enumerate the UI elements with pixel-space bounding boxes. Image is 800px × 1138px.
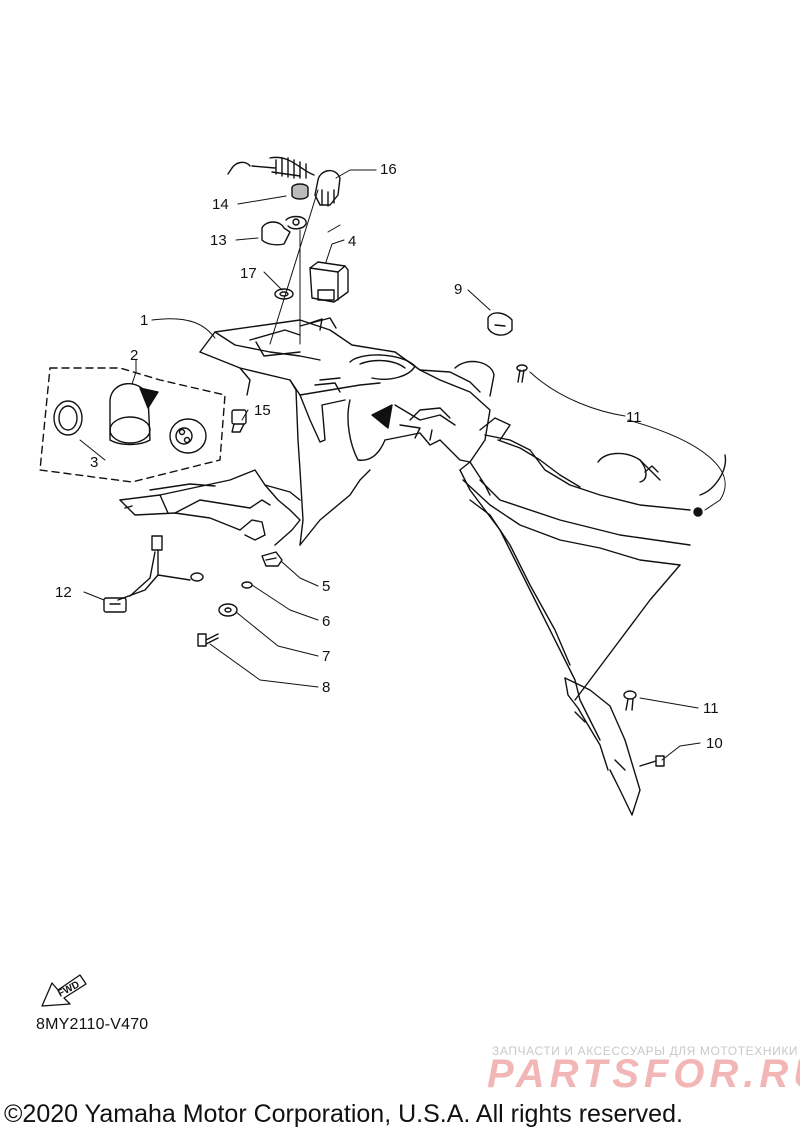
side-trim-panel — [479, 417, 727, 511]
callout-1: 1 — [140, 312, 148, 329]
part-12-wire-harness — [103, 535, 204, 613]
part-15-connector — [231, 409, 247, 433]
callout-11-upper: 11 — [626, 409, 642, 426]
part-11-clip-lower — [623, 690, 637, 711]
copyright-notice: ©2020 Yamaha Motor Corporation, U.S.A. A… — [4, 1100, 683, 1128]
part-10-screw — [639, 755, 665, 767]
callout-11-lower: 11 — [703, 700, 719, 717]
part-5-nut — [261, 551, 283, 567]
callout-labels: 1 2 3 4 5 6 7 8 9 10 11 11 12 13 14 15 1… — [55, 161, 723, 752]
callout-17: 17 — [240, 265, 257, 282]
part-6-washer — [241, 581, 253, 589]
part-13-bracket — [261, 215, 307, 246]
part-16-lanyard-switch — [227, 156, 341, 207]
watermark-brand-logo: PARTSFOR.RU — [487, 1052, 800, 1096]
part-14-cap — [291, 183, 309, 200]
part-2-lens-cap — [109, 382, 151, 446]
fwd-arrow — [41, 974, 87, 1007]
part-9-lens — [487, 312, 513, 336]
part-2-socket — [169, 418, 207, 454]
part-3-ring — [53, 400, 83, 436]
cover-arrow — [371, 404, 393, 429]
callout-8: 8 — [322, 679, 330, 696]
callout-9: 9 — [454, 281, 462, 298]
lower-trim-bracket — [564, 677, 641, 816]
callout-5: 5 — [322, 578, 330, 595]
part-2-dashed-box — [39, 367, 226, 483]
callout-7: 7 — [322, 648, 330, 665]
callout-15: 15 — [254, 402, 271, 419]
diagram-code: 8MY2110-V470 — [36, 1016, 149, 1033]
part-4-switch — [309, 261, 349, 303]
callout-13: 13 — [210, 232, 227, 249]
upper-cover-body — [199, 317, 495, 546]
callout-6: 6 — [322, 613, 330, 630]
screw-right — [693, 507, 703, 517]
callout-14: 14 — [212, 196, 229, 213]
callout-4: 4 — [348, 233, 356, 250]
callout-12: 12 — [55, 584, 72, 601]
cable-lines — [299, 469, 691, 741]
callout-2: 2 — [130, 347, 138, 364]
part-11-clip-upper — [516, 364, 528, 383]
watermark-tagline: ЗАПЧАСТИ И АКСЕССУАРЫ ДЛЯ МОТОТЕХНИКИ — [492, 1044, 799, 1058]
fwd-label: FWD — [56, 979, 81, 999]
callout-16: 16 — [380, 161, 397, 178]
callout-10: 10 — [706, 735, 723, 752]
part-2-arrow — [139, 387, 159, 409]
leader-lines — [79, 169, 726, 761]
part-8-bolt — [197, 633, 219, 647]
lower-bracket — [119, 469, 301, 546]
part-7-washer — [218, 603, 238, 617]
callout-3: 3 — [90, 454, 98, 471]
